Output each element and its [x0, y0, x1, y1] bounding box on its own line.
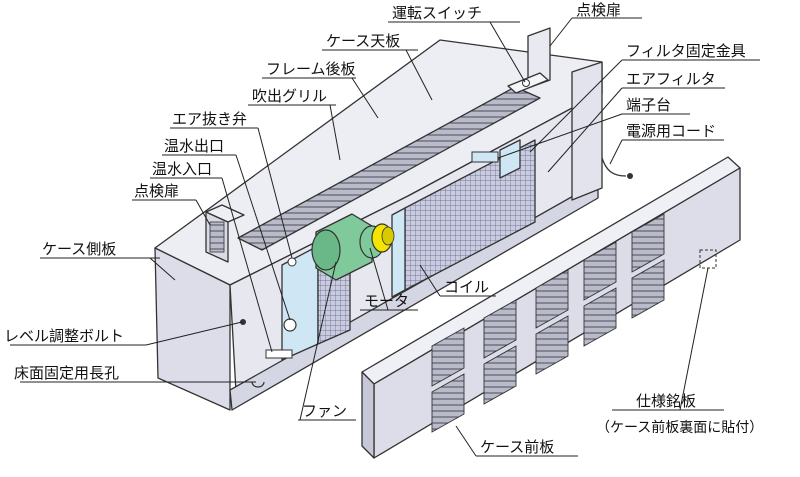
label-terminal-block: 端子台 — [626, 96, 671, 114]
power-cord — [601, 157, 627, 177]
label-case-top-plate: ケース天板 — [326, 32, 400, 50]
air-filter-panel — [281, 245, 319, 361]
front-louvre-3 — [535, 269, 569, 375]
label-fan: ファン — [302, 402, 347, 420]
air-vent-valve-icon — [287, 257, 297, 267]
hot-water-inlet-pipe — [265, 349, 293, 359]
floor-hole-icon — [251, 381, 265, 388]
label-case-side-plate: ケース側板 — [42, 240, 116, 258]
label-hot-water-outlet: 温水出口 — [164, 137, 224, 155]
labels: 運転スイッチ 点検扉 ケース天板 フィルタ固定金具 フレーム後板 エアフィルタ … — [4, 1, 763, 456]
label-case-front-plate: ケース前板 — [480, 438, 554, 456]
front-louvre-4 — [583, 241, 617, 347]
hot-water-outlet-icon — [283, 318, 297, 332]
label-floor-hole: 床面固定用長孔 — [14, 364, 119, 382]
front-louvre-5 — [631, 213, 665, 319]
label-inspection-door-top: 点検扉 — [576, 1, 621, 19]
power-plug-icon — [627, 173, 633, 179]
terminal-block — [471, 151, 499, 163]
fan — [371, 223, 395, 253]
label-hot-water-inlet: 温水入口 — [152, 160, 212, 178]
label-filter-fixing-bracket: フィルタ固定金具 — [626, 42, 746, 60]
label-coil: コイル — [444, 278, 489, 296]
label-frame-back-plate: フレーム後板 — [266, 60, 356, 78]
label-air-vent-valve: エア抜き弁 — [172, 110, 247, 128]
filter-fixing-bracket — [499, 139, 521, 179]
leader-lines — [10, 17, 760, 457]
case-front-plate — [361, 156, 741, 459]
front-louvre-1 — [431, 327, 465, 433]
label-power-cord: 電源用コード — [626, 122, 716, 140]
label-nameplate-note: （ケース前板裏面に貼付） — [596, 419, 763, 436]
label-operation-switch: 運転スイッチ — [392, 4, 482, 22]
label-air-filter: エアフィルタ — [626, 70, 716, 88]
case-right-end — [571, 61, 603, 201]
motor — [311, 213, 385, 281]
inspection-door-side — [205, 204, 245, 263]
outlet-grille — [237, 86, 541, 251]
label-outlet-grille: 吹出グリル — [252, 87, 327, 105]
label-level-bolt: レベル調整ボルト — [4, 327, 124, 345]
label-inspection-door-side: 点検扉 — [134, 182, 179, 200]
front-louvre-2 — [483, 299, 517, 405]
inspection-door-top — [507, 27, 551, 94]
level-bolt-icon — [240, 319, 246, 325]
label-nameplate: 仕様銘板 — [636, 392, 696, 410]
label-motor: モータ — [364, 292, 409, 310]
operation-switch-icon[interactable] — [522, 79, 530, 87]
case-side-plate — [154, 247, 231, 411]
coil-end-plate — [391, 207, 406, 298]
